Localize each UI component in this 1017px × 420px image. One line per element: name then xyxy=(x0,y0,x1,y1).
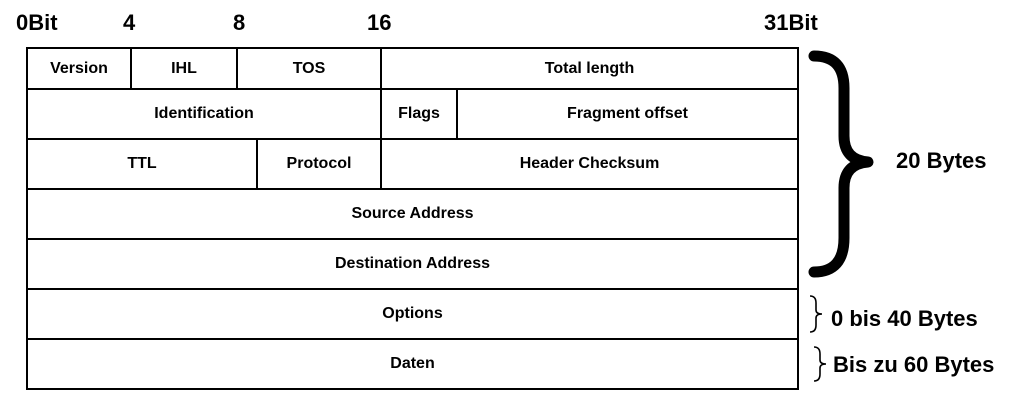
ttl-field: TTL xyxy=(26,138,258,190)
protocol-field: Protocol xyxy=(256,138,382,190)
options-field: Options xyxy=(26,288,799,340)
bit-label-31: 31Bit xyxy=(764,10,818,35)
data-size-label: Bis zu 60 Bytes xyxy=(833,352,995,377)
ihl-field: IHL xyxy=(130,47,238,90)
total-length-field: Total length xyxy=(380,47,799,90)
data-field: Daten xyxy=(26,338,799,390)
fragment-offset-field: Fragment offset xyxy=(456,88,799,140)
bit-label-4: 4 xyxy=(123,10,136,35)
data-brace-icon xyxy=(813,346,827,382)
destination-address-field: Destination Address xyxy=(26,238,799,290)
tos-field: TOS xyxy=(236,47,382,90)
identification-field: Identification xyxy=(26,88,382,140)
header-brace-icon xyxy=(808,50,874,278)
source-address-field: Source Address xyxy=(26,188,799,240)
options-size-label: 0 bis 40 Bytes xyxy=(831,306,978,331)
version-field: Version xyxy=(26,47,132,90)
flags-field: Flags xyxy=(380,88,458,140)
header-size-label: 20 Bytes xyxy=(896,148,987,173)
bit-label-8: 8 xyxy=(233,10,246,35)
header-checksum-field: Header Checksum xyxy=(380,138,799,190)
options-brace-icon xyxy=(809,295,823,333)
bit-label-16: 16 xyxy=(367,10,392,35)
bit-label-0: 0Bit xyxy=(16,10,58,35)
